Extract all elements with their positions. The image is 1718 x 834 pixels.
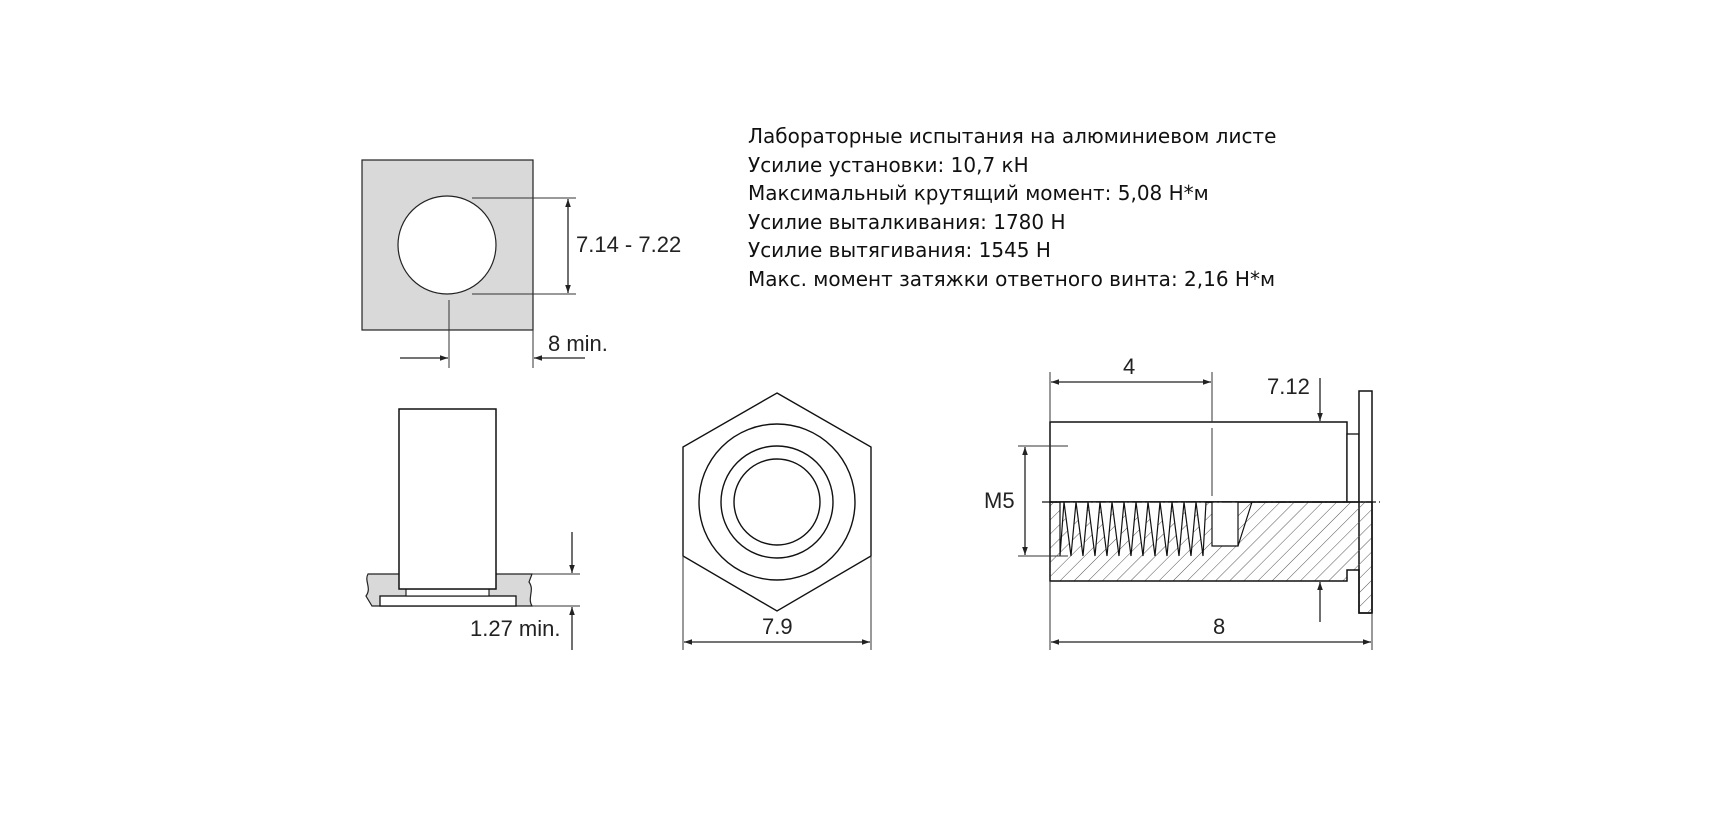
overall-length-label: 8 — [1213, 614, 1225, 639]
thread-length-label: 4 — [1123, 354, 1135, 379]
body-upper-half — [1049, 421, 1348, 503]
installed-side-view: 1.27 min. — [365, 408, 580, 650]
thread-bore-section — [1059, 501, 1239, 557]
spec-pushout-force: Усилие выталкивания: 1780 Н — [748, 209, 1066, 234]
hex-across-flats-label: 7.9 — [762, 614, 793, 639]
hex-outer-ring — [698, 423, 856, 581]
specs-title: Лабораторные испытания на алюминиевом ли… — [748, 124, 1277, 148]
thread-size-label: M5 — [984, 488, 1015, 513]
hex-end-view: 7.9 — [682, 392, 872, 650]
mounting-hole — [397, 195, 497, 295]
spec-mating-screw-torque: Макс. момент затяжки ответного винта: 2,… — [748, 266, 1276, 291]
fastener-body — [398, 408, 497, 590]
fastener-head — [379, 595, 517, 607]
spec-max-torque: Максимальный крутящий момент: 5,08 Н*м — [748, 181, 1209, 206]
panel-hole-view: 7.14 - 7.22 8 min. — [361, 159, 681, 368]
edge-distance-label: 8 min. — [548, 331, 608, 356]
spec-install-force: Усилие установки: 10,7 кН — [748, 152, 1029, 177]
hex-middle-ring — [720, 445, 834, 559]
hole-diameter-label: 7.14 - 7.22 — [576, 232, 681, 257]
section-view: 4 7.12 M5 8 — [984, 354, 1380, 650]
sheet-thickness-label: 1.27 min. — [470, 616, 561, 641]
test-results-block: Лабораторные испытания на алюминиевом ли… — [748, 122, 1276, 294]
hex-head — [682, 392, 872, 612]
hex-thread-bore — [733, 458, 821, 546]
head-diameter-label: 7.12 — [1267, 374, 1310, 399]
spec-pullout-force: Усилие вытягивания: 1545 Н — [748, 238, 1051, 263]
